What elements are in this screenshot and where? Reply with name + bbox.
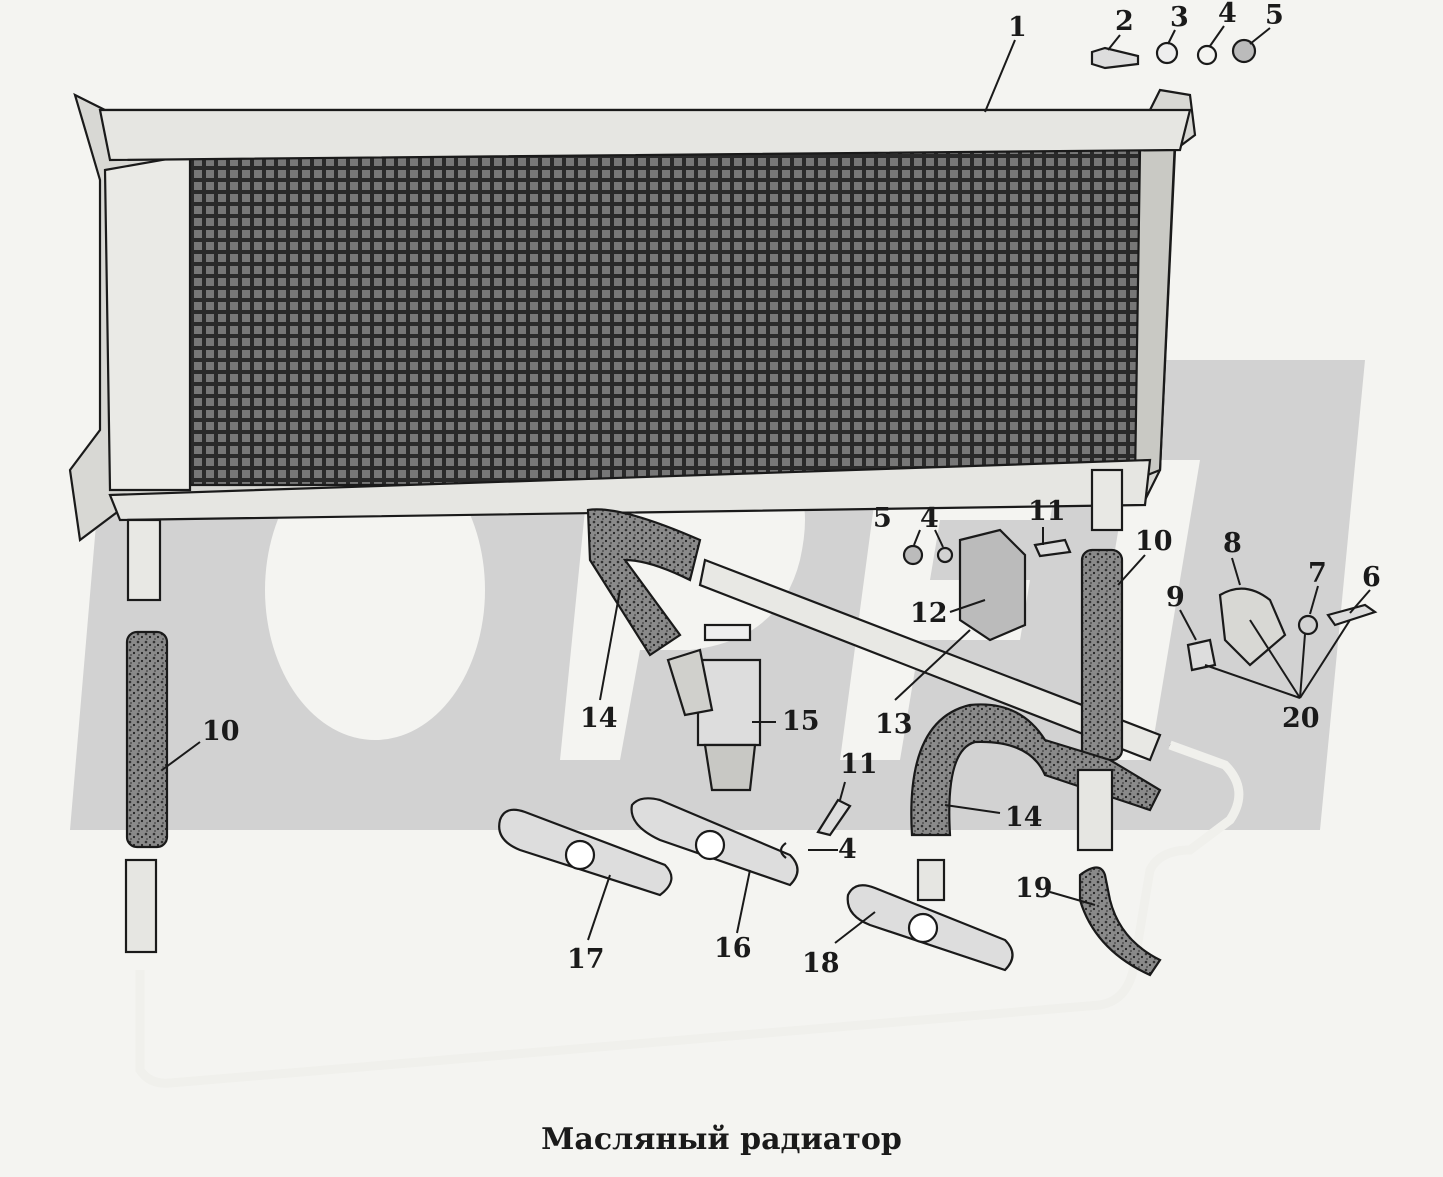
label-8: 8 — [1223, 528, 1242, 559]
label-5-mid: 5 — [873, 503, 892, 534]
label-17: 17 — [567, 944, 605, 975]
leader-lines — [161, 25, 1371, 944]
label-4-mid: 4 — [920, 503, 939, 534]
top-fasteners — [1090, 38, 1257, 70]
clamps — [779, 528, 1378, 859]
label-14-right: 14 — [1005, 802, 1043, 833]
label-11-top: 11 — [1028, 496, 1066, 527]
label-14-left: 14 — [580, 703, 618, 734]
label-4-top: 4 — [1218, 0, 1237, 29]
label-10-right: 10 — [1135, 526, 1173, 557]
radiator-core — [68, 88, 1197, 602]
label-13: 13 — [875, 709, 913, 740]
label-3: 3 — [1170, 2, 1189, 33]
oil-valve — [666, 623, 762, 792]
label-20: 20 — [1282, 703, 1320, 734]
label-16: 16 — [714, 933, 752, 964]
label-19: 19 — [1015, 873, 1053, 904]
label-5-top: 5 — [1265, 0, 1284, 31]
callout-labels: 1 2 3 4 5 5 4 11 10 8 7 6 9 12 13 14 15 … — [202, 0, 1381, 979]
label-18: 18 — [802, 948, 840, 979]
label-6: 6 — [1362, 562, 1381, 593]
label-15: 15 — [782, 706, 820, 737]
label-9: 9 — [1166, 582, 1185, 613]
diagram-caption: Масляный радиатор — [541, 1122, 902, 1157]
label-1: 1 — [1008, 12, 1027, 43]
hoses-and-pipes — [124, 508, 1244, 1088]
label-10-left: 10 — [202, 716, 240, 747]
label-2: 2 — [1115, 6, 1134, 37]
label-11-bottom: 11 — [840, 749, 878, 780]
flanges — [498, 797, 1014, 972]
label-7: 7 — [1308, 558, 1327, 589]
label-4-bottom: 4 — [838, 834, 857, 865]
label-12: 12 — [910, 598, 948, 629]
